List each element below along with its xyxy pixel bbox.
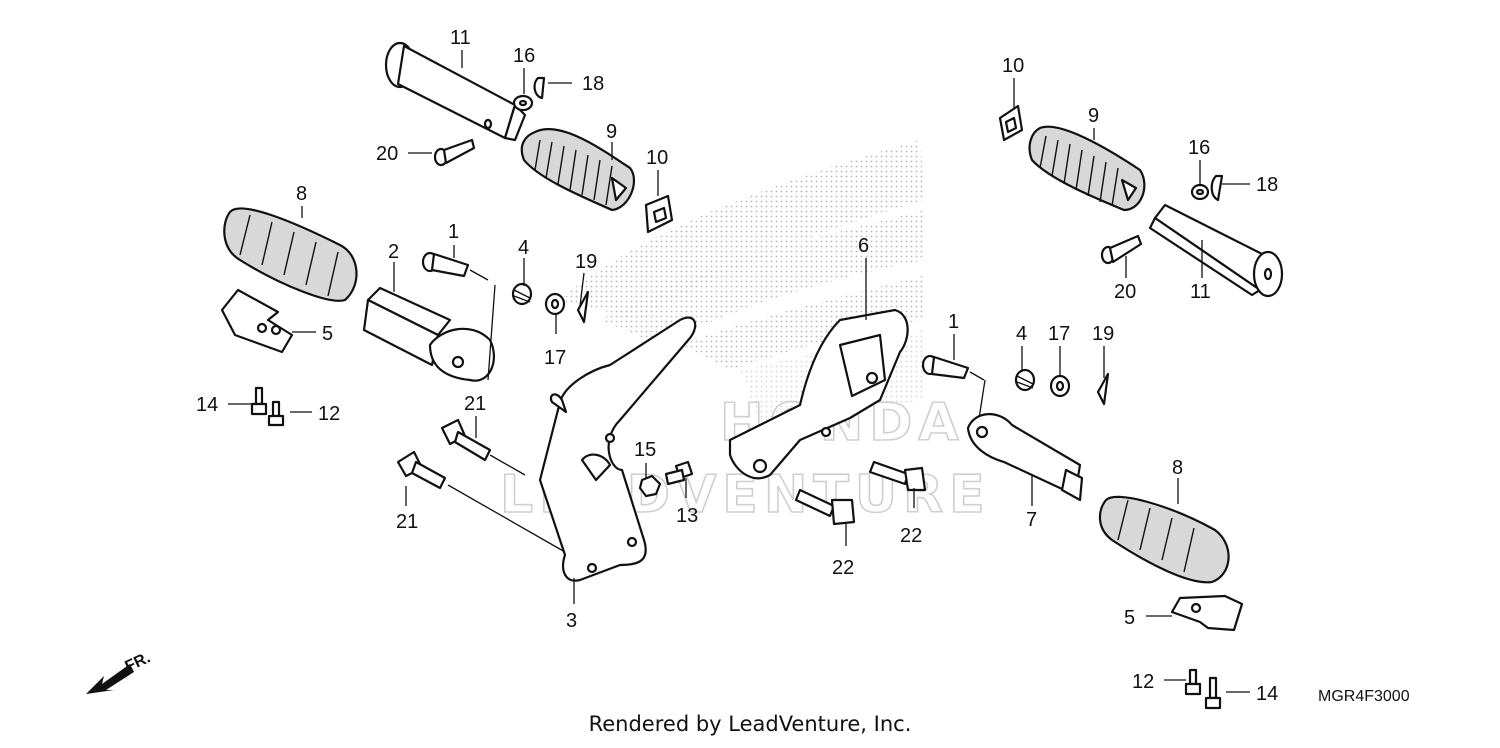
part-1-left-clevis-pin[interactable] (421, 251, 489, 281)
part-16-right-washer[interactable] (1190, 183, 1210, 201)
callout-16-left[interactable]: 16 (513, 45, 535, 67)
part-20-right-clevis-pin[interactable] (1100, 234, 1143, 265)
callout-5-right[interactable]: 5 (1124, 607, 1135, 629)
part-9-left-rubber-grip[interactable] (520, 128, 636, 212)
callout-14-left[interactable]: 14 (196, 394, 218, 416)
part-2-left-footpeg-holder[interactable] (362, 286, 495, 382)
callout-1-right[interactable]: 1 (948, 311, 959, 333)
callout-19-left[interactable]: 19 (575, 251, 597, 273)
front-marker-label: FR. (123, 649, 154, 675)
leader-lines (228, 50, 1250, 693)
callout-22-right[interactable]: 22 (900, 525, 922, 547)
part-18-right-cotter-pin[interactable] (1210, 174, 1224, 202)
part-6-footpeg-bracket[interactable] (728, 308, 909, 480)
part-8-right-footpeg-rubber[interactable] (1098, 495, 1230, 584)
part-12-left-bolt[interactable] (267, 400, 285, 427)
callout-16-right[interactable]: 16 (1188, 137, 1210, 159)
callout-14-right[interactable]: 14 (1256, 683, 1278, 705)
part-18-left-cotter-pin[interactable] (533, 76, 546, 100)
callout-4-left[interactable]: 4 (518, 237, 529, 259)
callout-10-left[interactable]: 10 (646, 147, 668, 169)
callout-17-right[interactable]: 17 (1048, 323, 1070, 345)
part-11-left-pin[interactable] (384, 41, 527, 142)
rendered-by-caption: Rendered by LeadVenture, Inc. (588, 712, 912, 736)
part-16-left-washer[interactable] (512, 94, 534, 112)
part-20-left-clevis-pin[interactable] (433, 138, 476, 167)
part-22-upper-bolt[interactable] (868, 460, 927, 492)
callout-22-lower[interactable]: 22 (832, 557, 854, 579)
callout-10-right[interactable]: 10 (1002, 55, 1024, 77)
part-4-left-spring[interactable] (511, 282, 533, 306)
part-9-right-rubber-grip[interactable] (1028, 125, 1146, 212)
callout-9-left[interactable]: 9 (606, 121, 617, 143)
callout-7[interactable]: 7 (1026, 509, 1037, 531)
part-3-step-bracket[interactable] (538, 316, 697, 582)
callout-11-right[interactable]: 11 (1190, 281, 1211, 303)
part-5-right-footpeg-bracket[interactable] (1170, 594, 1244, 632)
callout-5-left[interactable]: 5 (322, 323, 333, 345)
callout-15[interactable]: 15 (634, 439, 656, 461)
callout-6[interactable]: 6 (858, 235, 869, 257)
part-1-right-clevis-pin[interactable] (921, 354, 985, 381)
part-10-right-washer[interactable] (998, 104, 1024, 142)
part-21-lower-bolt[interactable] (396, 450, 566, 553)
part-21-upper-bolt[interactable] (440, 418, 526, 476)
front-direction-arrow-icon: FR. (86, 649, 153, 694)
part-11-right-pin[interactable] (1148, 203, 1284, 298)
callout-20-right[interactable]: 20 (1114, 281, 1136, 303)
part-7-right-footpeg-holder[interactable] (966, 413, 1084, 502)
part-19-right-cotter-pin[interactable] (1096, 372, 1110, 406)
part-17-left-washer[interactable] (544, 292, 566, 316)
callout-3[interactable]: 3 (566, 610, 577, 632)
callout-20-left[interactable]: 20 (376, 143, 398, 165)
callout-12-right[interactable]: 12 (1132, 671, 1154, 693)
callout-21-upper[interactable]: 21 (464, 393, 486, 415)
part-19-left-cotter-pin[interactable] (576, 290, 590, 324)
part-13-bolt[interactable] (664, 460, 694, 486)
callout-1-left[interactable]: 1 (448, 221, 459, 243)
callout-9-right[interactable]: 9 (1088, 105, 1099, 127)
left-assembly-line (487, 284, 496, 381)
diagram-code: MGR4F3000 (1318, 688, 1410, 705)
callout-19-right[interactable]: 19 (1092, 323, 1114, 345)
callout-8-right[interactable]: 8 (1172, 457, 1183, 479)
callout-8-left[interactable]: 8 (296, 183, 307, 205)
part-8-left-footpeg-rubber[interactable] (223, 207, 358, 302)
callout-18-right[interactable]: 18 (1256, 174, 1278, 196)
part-14-left-bolt[interactable] (250, 386, 268, 416)
part-22-lower-bolt[interactable] (794, 488, 856, 526)
callout-21-lower[interactable]: 21 (396, 511, 418, 533)
callout-labels: 11 16 18 20 9 10 8 1 2 4 19 17 5 14 12 2… (196, 27, 1278, 705)
callout-2[interactable]: 2 (388, 241, 399, 263)
part-15-nut[interactable] (638, 474, 662, 498)
part-14-right-bolt[interactable] (1204, 676, 1222, 710)
callout-12-left[interactable]: 12 (318, 403, 340, 425)
callout-4-right[interactable]: 4 (1016, 323, 1027, 345)
callout-13[interactable]: 13 (676, 505, 698, 527)
callout-17-left[interactable]: 17 (544, 347, 566, 369)
part-4-right-spring[interactable] (1014, 368, 1036, 392)
part-17-right-washer[interactable] (1049, 374, 1071, 398)
part-10-left-washer[interactable] (644, 194, 674, 234)
part-12-right-bolt[interactable] (1184, 668, 1202, 696)
callout-18-left[interactable]: 18 (582, 73, 604, 95)
part-5-left-footpeg-bracket[interactable] (220, 288, 294, 354)
callout-11-left[interactable]: 11 (450, 27, 471, 49)
